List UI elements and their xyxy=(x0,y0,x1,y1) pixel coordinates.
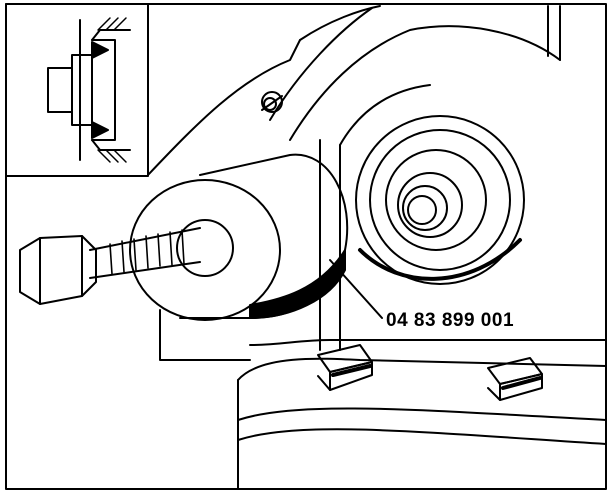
frame-border xyxy=(5,3,607,490)
seal-hub xyxy=(355,115,525,285)
housing-casing xyxy=(147,5,561,351)
bolt-head-small xyxy=(261,91,283,113)
clamp-block-right xyxy=(487,357,543,401)
cross-section-inset xyxy=(5,3,149,177)
cover-plate xyxy=(159,309,607,490)
leader-line xyxy=(329,259,383,319)
press-tool-cylinder xyxy=(129,153,349,321)
part-number-label: 04 83 899 001 xyxy=(386,310,515,331)
clamp-block-left xyxy=(317,344,373,391)
threaded-bolt xyxy=(19,227,201,305)
